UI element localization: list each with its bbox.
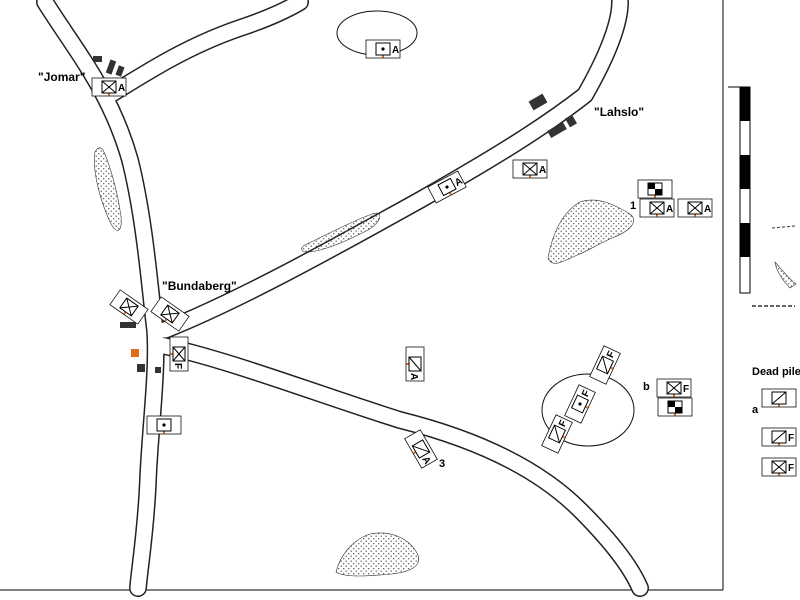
legend-counter-2[interactable]: F	[761, 427, 797, 447]
legend-counter-a[interactable]	[761, 388, 797, 408]
unit-label-1: 1	[630, 200, 637, 212]
counters: A A A A A A F A A F F F F F F	[91, 39, 797, 477]
svg-text:F: F	[788, 433, 794, 444]
counter-lahslo-road[interactable]: A	[427, 170, 467, 204]
building-bundaberg-4	[137, 364, 145, 372]
svg-text:F: F	[172, 363, 183, 369]
counter-east-mg[interactable]	[637, 179, 673, 199]
svg-text:A: A	[419, 455, 432, 467]
counter-east-1[interactable]: A	[639, 198, 675, 218]
scale-bar	[728, 86, 751, 294]
counter-jomar[interactable]: A	[91, 77, 127, 97]
svg-text:A: A	[666, 204, 673, 215]
woods-east	[547, 199, 634, 264]
counter-north-hill[interactable]: A	[365, 39, 401, 59]
svg-text:F: F	[683, 384, 689, 395]
counter-east-2[interactable]: A	[677, 198, 713, 218]
unit-label-3: 3	[439, 458, 446, 470]
edge-fragment-1	[771, 225, 796, 229]
svg-text:A: A	[408, 373, 419, 380]
svg-text:F: F	[788, 463, 794, 474]
svg-text:A: A	[392, 45, 399, 56]
hill-east	[541, 373, 635, 447]
town-label-bundaberg: "Bundaberg"	[162, 279, 237, 293]
counter-bundaberg-e[interactable]	[150, 296, 190, 332]
svg-text:A: A	[539, 165, 546, 176]
counter-junction[interactable]: F	[169, 336, 189, 372]
building-bundaberg-3	[131, 349, 139, 357]
counter-lahslo-south[interactable]: A	[512, 159, 548, 179]
counter-central[interactable]: A	[405, 346, 425, 382]
unit-label-a: a	[752, 404, 759, 416]
building-jomar-1	[93, 56, 102, 62]
svg-text:F: F	[580, 389, 593, 399]
building-lahslo-3	[565, 114, 577, 128]
town-label-lahslo: "Lahslo"	[594, 105, 645, 119]
counter-b-1[interactable]: F	[656, 378, 692, 398]
building-jomar-3	[115, 65, 125, 77]
terrain	[94, 10, 635, 577]
legend-counter-3[interactable]: F	[761, 457, 797, 477]
legend-dead-pile-title: Dead pile	[752, 366, 800, 378]
svg-text:A: A	[118, 83, 125, 94]
edge-fragment-2	[774, 261, 797, 289]
woods-south	[335, 532, 420, 577]
building-lahslo-2	[547, 122, 567, 138]
building-bundaberg-2	[120, 322, 136, 328]
svg-text:F: F	[605, 350, 618, 360]
roads	[36, 0, 649, 597]
town-label-jomar: "Jomar"	[38, 70, 86, 84]
building-lahslo-1	[528, 93, 548, 111]
woods-west-strip	[94, 147, 122, 231]
svg-text:A: A	[453, 176, 465, 189]
counter-b-2[interactable]	[657, 397, 693, 417]
counter-hill-mid[interactable]: F	[564, 384, 596, 424]
counter-hill-top[interactable]: F	[589, 345, 621, 385]
edge-fragments	[752, 225, 797, 307]
woods-central	[301, 212, 381, 253]
building-bundaberg-5	[155, 367, 161, 373]
unit-label-b: b	[643, 381, 650, 393]
svg-text:A: A	[704, 204, 711, 215]
counter-hill-low[interactable]: F	[541, 414, 573, 454]
building-jomar-2	[105, 59, 117, 75]
svg-text:F: F	[557, 419, 570, 429]
counter-bundaberg-w[interactable]	[109, 289, 149, 325]
counter-south-road[interactable]	[146, 415, 182, 435]
counter-road-3[interactable]: A	[404, 429, 438, 469]
